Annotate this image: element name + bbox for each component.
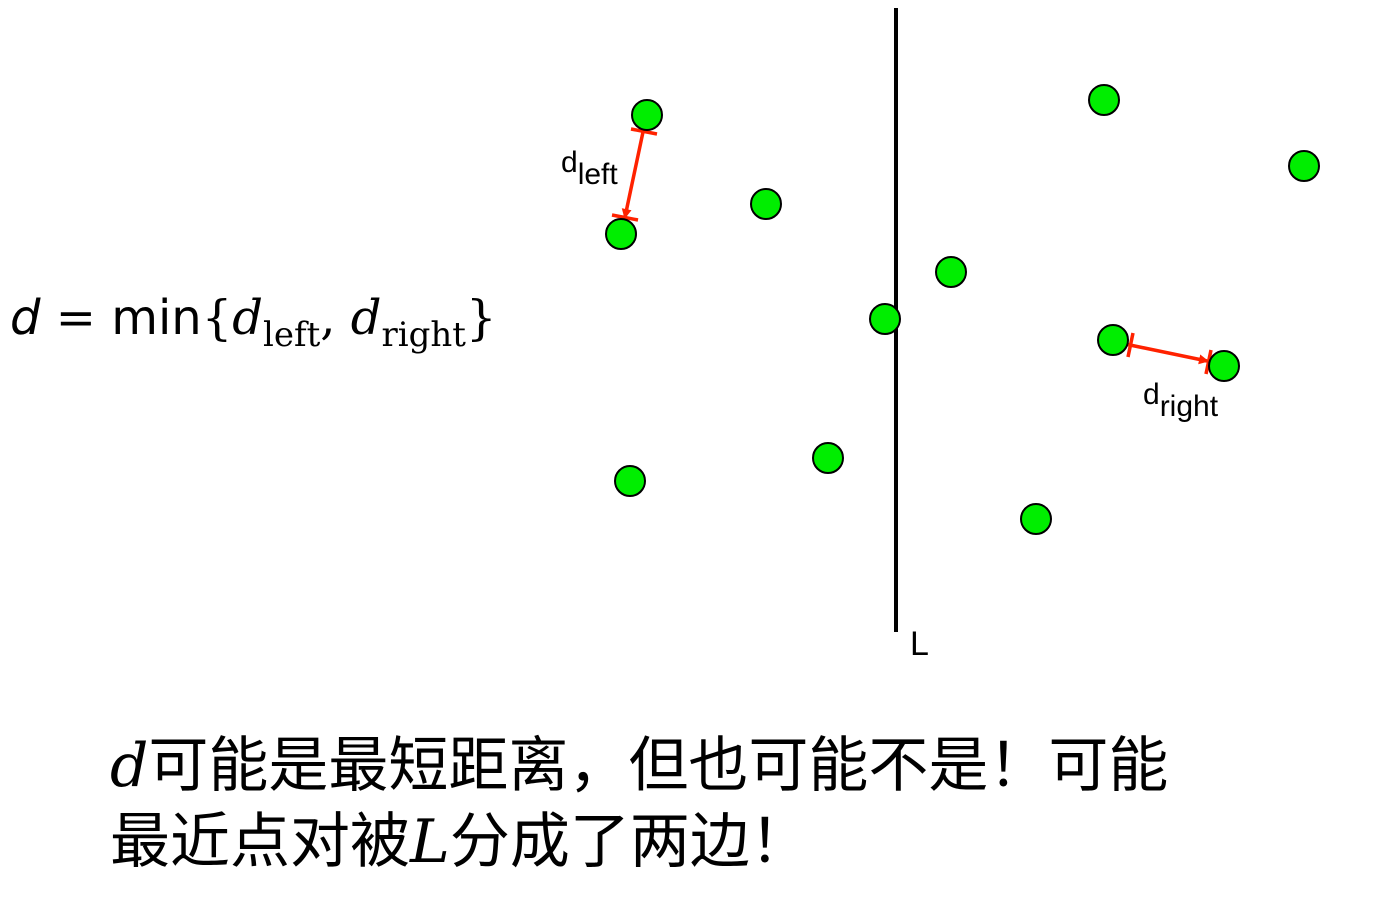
min-distance-formula: d = min{dleft, dright} xyxy=(10,286,497,367)
formula-sub-left: left xyxy=(263,315,321,355)
d-right-label-sub: right xyxy=(1160,390,1219,423)
caption-line-2: 最近点对被L分成了两边！ xyxy=(110,804,1310,880)
formula-eq: = xyxy=(40,290,112,346)
formula-min: min xyxy=(111,290,202,346)
caption-line-1-text: 可能是最短距离，但也可能不是！可能 xyxy=(148,731,1169,801)
caption: d可能是最短距离，但也可能不是！可能 最近点对被L分成了两边！ xyxy=(110,728,1310,880)
point-10 xyxy=(614,465,646,497)
point-4 xyxy=(935,256,967,288)
d-left-label-sub: left xyxy=(578,158,619,191)
point-5 xyxy=(869,303,901,335)
point-7 xyxy=(1288,150,1320,182)
points-group xyxy=(605,84,1320,535)
d-left-arrow xyxy=(611,123,658,222)
caption-line-2-text-a: 最近点对被 xyxy=(110,807,410,877)
formula-sub-right: right xyxy=(381,315,466,355)
formula-d-left: d xyxy=(232,290,263,346)
point-8 xyxy=(1097,324,1129,356)
caption-line-1: d可能是最短距离，但也可能不是！可能 xyxy=(110,728,1310,804)
formula-comma: , xyxy=(320,290,351,346)
d-left-label-base: d xyxy=(561,146,578,179)
point-9 xyxy=(1208,350,1240,382)
d-left-label: dleft xyxy=(561,146,618,191)
divider-label: L xyxy=(910,625,929,663)
point-3 xyxy=(750,188,782,220)
caption-var-l: L xyxy=(410,807,450,877)
point-2 xyxy=(605,218,637,250)
formula-open-brace: { xyxy=(201,290,233,346)
d-right-arrow xyxy=(1121,332,1213,375)
point-11 xyxy=(812,442,844,474)
point-1 xyxy=(631,99,663,131)
d-right-label: dright xyxy=(1143,378,1219,423)
formula-close-brace: } xyxy=(465,290,497,346)
d-right-label-base: d xyxy=(1143,378,1160,411)
caption-line-2-text-b: 分成了两边！ xyxy=(449,807,810,877)
point-6 xyxy=(1088,84,1120,116)
point-12 xyxy=(1020,503,1052,535)
caption-var-d: d xyxy=(110,731,149,801)
formula-var: d xyxy=(10,290,41,346)
formula-d-right: d xyxy=(350,290,382,346)
